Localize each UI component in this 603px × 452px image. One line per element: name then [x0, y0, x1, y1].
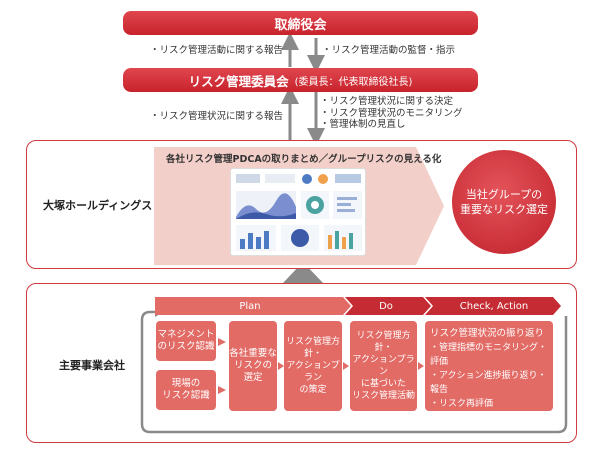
direct-note-1: ・リスク管理活動の監督・指示: [322, 45, 456, 56]
select-line-2: リスクの: [233, 360, 272, 371]
committee-chair: (委員長：代表取締役社長): [294, 76, 413, 88]
direct-note-monitor: ・リスク管理状況のモニタリング: [320, 107, 463, 119]
policy-line-1: リスク管理方針・: [285, 337, 340, 359]
goal-circle: 当社グループの 重要なリスク選定: [452, 150, 556, 254]
policy-line-3: の策定: [299, 385, 327, 395]
phase-bar: [155, 297, 561, 315]
review-title: リスク管理状況の振り返り: [430, 328, 545, 339]
phase-plan: Plan: [239, 300, 261, 312]
holdings-banner-title: 各社リスク管理PDCAの取りまとめ／グループリスクの見える化: [166, 154, 442, 165]
committee-bar: リスク管理委員会 (委員長：代表取締役社長): [123, 68, 478, 92]
review-item-monitor: ・管理指標のモニタリング・評価: [430, 343, 548, 367]
direct-notes-2: ・リスク管理状況に関する決定 ・リスク管理状況のモニタリング ・管理体制の見直し: [320, 96, 463, 131]
phase-check-action: Check, Action: [459, 300, 529, 312]
management-recognition: マネジメント のリスク認識: [156, 321, 216, 361]
policy-line-2: アクションプラン: [286, 361, 340, 383]
dashboard-graphic: [236, 174, 362, 251]
risk-management-activity: リスク管理方針・ アクションプラン に基づいた リスク管理活動: [350, 321, 417, 411]
dashboard-thumbnail: [230, 168, 366, 256]
board-title: 取締役会: [274, 17, 327, 33]
holdings-label: 大塚ホールディングス: [43, 199, 153, 212]
field-recognition: 現場の リスク認識: [156, 370, 216, 410]
field-recognition-line-2: リスク認識: [162, 390, 210, 401]
management-recognition-line-1: マネジメント: [157, 329, 215, 340]
execute-line-1: リスク管理方針・: [356, 331, 411, 353]
policy-planning: リスク管理方針・ アクションプラン の策定: [284, 321, 342, 411]
report-note-1: ・リスク管理活動に関する報告: [150, 45, 284, 56]
companies-label: 主要事業会社: [59, 359, 125, 372]
management-recognition-line-2: のリスク認識: [157, 341, 215, 352]
select-line-1: 各社重要な: [229, 348, 277, 359]
goal-line-2: 重要なリスク選定: [460, 203, 548, 216]
report-note-2: ・リスク管理状況に関する報告: [150, 111, 284, 122]
review-item-reassess: ・リスク再評価: [430, 399, 494, 409]
execute-line-3: に基づいた: [360, 379, 406, 389]
execute-line-4: リスク管理活動: [351, 391, 415, 401]
aggregate-triangle: [283, 262, 323, 283]
committee-title: リスク管理委員会: [188, 73, 289, 89]
direct-note-decide: ・リスク管理状況に関する決定: [320, 96, 454, 107]
select-line-3: 選定: [243, 372, 263, 383]
field-recognition-line-1: 現場の: [171, 378, 201, 389]
board-bar: 取締役会: [123, 11, 478, 35]
execute-line-2: アクションプラン: [352, 355, 415, 377]
direct-note-review: ・管理体制の見直し: [320, 119, 406, 130]
review-item-progress: ・アクション進捗振り返り・報告: [430, 371, 547, 395]
review-box: リスク管理状況の振り返り ・管理指標のモニタリング・評価 ・アクション進捗振り返…: [425, 321, 553, 411]
select-key-risks: 各社重要な リスクの 選定: [229, 321, 277, 411]
phase-do: Do: [379, 300, 393, 312]
goal-line-1: 当社グループの: [465, 188, 543, 201]
